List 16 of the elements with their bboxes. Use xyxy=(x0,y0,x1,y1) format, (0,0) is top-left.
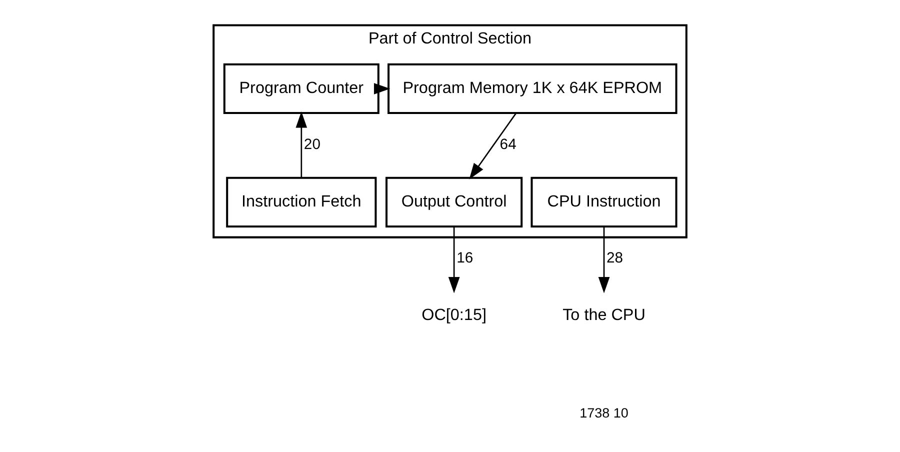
arrow xyxy=(374,82,390,94)
edge-label: 16 xyxy=(456,250,474,266)
arrow xyxy=(296,111,308,178)
arrow xyxy=(448,226,460,293)
label: 1738 10 xyxy=(580,405,628,420)
arrow xyxy=(469,112,516,179)
node-text: OC[0:15] xyxy=(422,305,486,324)
node-text: To the CPU xyxy=(562,305,646,324)
edge-label: 64 xyxy=(500,136,516,153)
node-box: Instruction Fetch xyxy=(226,176,377,228)
edge-label: 28 xyxy=(606,250,624,266)
edge-label: 20 xyxy=(304,136,320,153)
node-box: Output Control xyxy=(386,176,523,228)
arrow xyxy=(598,226,610,293)
node-box: Program Memory 1K x 64K EPROM xyxy=(388,62,678,114)
node-box: CPU Instruction xyxy=(530,176,678,228)
